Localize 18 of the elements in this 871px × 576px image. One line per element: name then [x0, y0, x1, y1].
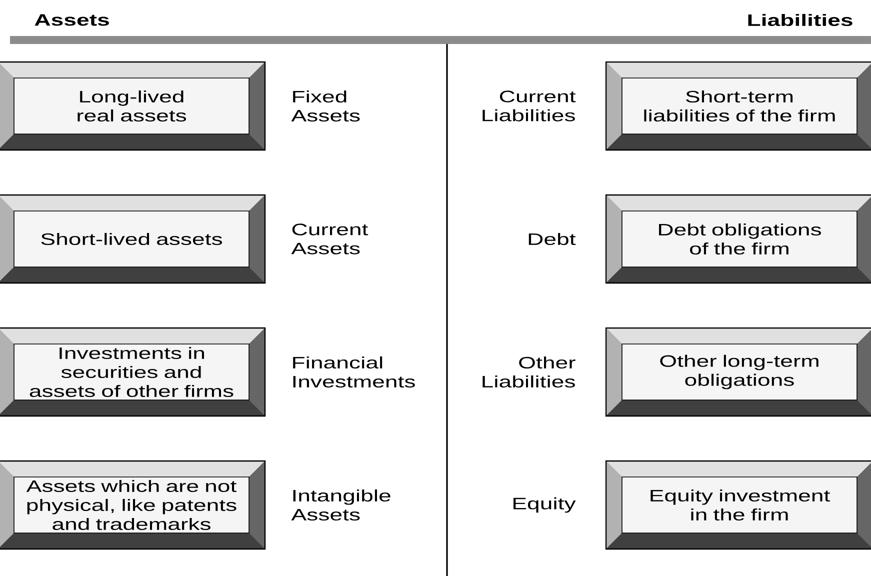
beveled-box: Short-term liabilities of the firm [605, 61, 871, 151]
category-label: Intangible Assets [291, 489, 390, 521]
column-heading: Liabilities [748, 14, 852, 26]
category-label: Other Liabilities [482, 356, 576, 388]
beveled-box: Short-lived assets [0, 194, 266, 284]
category-label: Current Assets [291, 224, 368, 254]
beveled-box: Assets which are not physical, like patents and trademarks [0, 460, 266, 550]
category-label: Equity [514, 497, 576, 513]
category-label: Current Liabilities [482, 90, 576, 122]
beveled-box: Equity investment in the firm [605, 460, 871, 550]
category-label: Financial Investments [293, 356, 415, 388]
beveled-box: Other long-term obligations [605, 327, 871, 417]
beveled-box: Long-lived real assets [0, 61, 266, 151]
beveled-box: Debt obligations of the firm [605, 194, 871, 284]
column-heading: Assets [34, 14, 109, 26]
category-label: Fixed Assets [291, 90, 360, 122]
category-label: Debt [528, 232, 576, 246]
beveled-box: Investments in securities and assets of other firms [0, 327, 266, 417]
